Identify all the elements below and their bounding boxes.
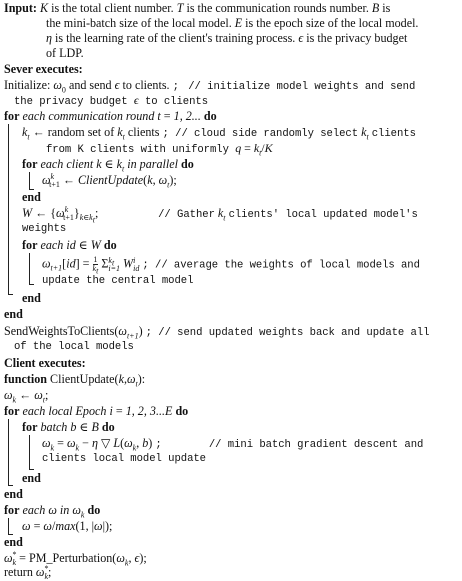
for-omega-tick: [8, 534, 13, 535]
for-omega-line: for each ω in ωk do: [4, 503, 101, 520]
input-line-2: the mini-batch size of the local model. …: [46, 16, 419, 30]
for-batch-line: for batch b ∈ B do: [22, 420, 115, 434]
for-id-bar: [29, 253, 30, 284]
for-id-tick: [29, 284, 34, 285]
for-epoch-line: for each local Epoch i = 1, 2, 3...E do: [4, 404, 189, 418]
send-weights-comment-cont: of the local models: [14, 341, 134, 353]
kt-select-line: kt ← random set of kt clients ; // cloud…: [22, 125, 416, 142]
for-client-line: for each client k ∈ kt in parallel do: [22, 157, 194, 174]
assign-line: ωk ← ωt;: [4, 388, 49, 405]
end-for-batch: end: [22, 471, 41, 485]
input-line-4: of LDP.: [46, 46, 84, 60]
for-omega-bar: [8, 518, 9, 534]
end-for-omega: end: [4, 535, 23, 549]
for-id-line: for each id ∈ W do: [22, 238, 117, 252]
end-for-round: end: [4, 307, 23, 321]
return-line: return ω*k;: [4, 563, 52, 581]
gradient-line: ωk = ωk − η ▽ L(ωk, b) ; // mini batch g…: [42, 436, 424, 453]
for-round-tick: [8, 294, 13, 295]
for-batch-bar: [29, 435, 30, 469]
gather-line: W ← {ωkt+1}k∈kt; // Gather kt clients' l…: [22, 204, 418, 225]
for-round-line: for each communication round t = 1, 2...…: [4, 109, 217, 123]
end-for-id: end: [22, 291, 41, 305]
initialize-line: Initialize: ω0 and send ϵ to clients. ; …: [4, 78, 416, 95]
for-client-tick: [29, 189, 34, 190]
gather-comment-cont: weights: [22, 223, 67, 235]
kt-select-comment-cont: from K clients with uniformly q = kt/K: [46, 141, 273, 158]
for-batch-tick: [29, 469, 34, 470]
server-heading: Sever executes:: [4, 62, 83, 76]
client-heading: Client executes:: [4, 356, 86, 370]
end-for-client: end: [22, 190, 41, 204]
client-update-call: ωkt+1 ← ClientUpdate(k, ωt);: [42, 171, 177, 190]
for-epoch-tick: [8, 485, 13, 486]
gradient-comment-cont: clients local model update: [42, 453, 206, 465]
for-round-bar: [8, 124, 9, 294]
initialize-comment-cont: the privacy budget ϵ to clients: [14, 93, 209, 108]
for-client-bar: [29, 172, 30, 189]
input-line-1: Input: K is the total client number. T i…: [4, 1, 391, 15]
send-weights-line: SendWeightsToClients(ωt+1) ; // send upd…: [4, 324, 430, 341]
average-comment-cont: update the central model: [42, 275, 194, 287]
function-line: function ClientUpdate(k,ωt):: [4, 372, 146, 389]
perturbation-line: ω*k = PM_Perturbation(ωk, ϵ);: [4, 549, 147, 568]
for-epoch-bar: [8, 419, 9, 485]
normalize-line: ω = ω/max(1, |ω|);: [22, 519, 113, 533]
end-for-epoch: end: [4, 487, 23, 501]
input-line-3: η is the learning rate of the client's t…: [46, 31, 408, 45]
